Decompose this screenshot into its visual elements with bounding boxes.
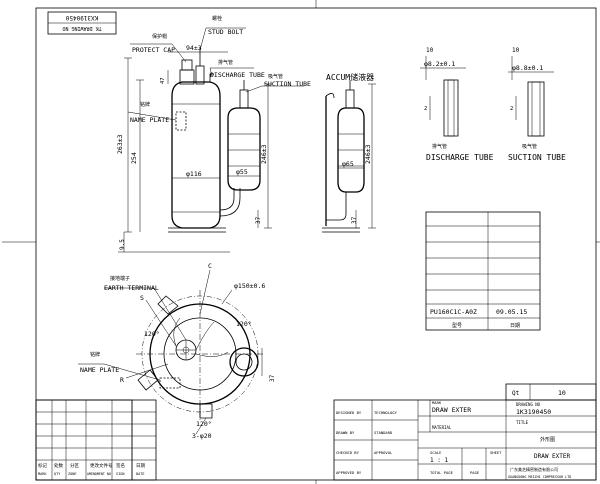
svg-text:2: 2 — [510, 106, 513, 112]
bottom-dia: φ150±0.6 — [234, 282, 265, 290]
accum-title: ACCUM储液器 — [326, 72, 374, 82]
svg-text:TITLE: TITLE — [516, 420, 529, 425]
discharge-tube-label: DISCHARGE TUBE — [210, 71, 265, 79]
svg-text:DATE: DATE — [136, 472, 144, 476]
svg-text:分区: 分区 — [70, 462, 79, 469]
company-en: GUANGDONG MEIZHI COMPRESSOR LTD — [508, 475, 571, 479]
title-en: DRAW EXTER — [534, 453, 571, 460]
svg-text:94±3: 94±3 — [186, 44, 202, 52]
discharge-tube-dim: φ8.2±0.1 — [424, 60, 455, 68]
side-view: ACCUM储液器 φ65 246±3 37 — [322, 72, 376, 233]
svg-text:日期: 日期 — [510, 323, 520, 329]
earth-terminal-label: EARTH TERMINAL — [104, 284, 159, 292]
svg-text:排气管: 排气管 — [432, 143, 447, 150]
svg-text:TOTAL PAGE: TOTAL PAGE — [430, 470, 454, 475]
model-table: PU160C1C-A0Z 09.05.15 型号 日期 — [425, 211, 541, 331]
bottom-view: C 接地端子 EARTH TERMINAL S R φ150±0.6 120° … — [78, 262, 276, 440]
svg-text:STANDARD: STANDARD — [374, 430, 393, 435]
svg-text:2: 2 — [424, 106, 427, 112]
svg-text:246±3: 246±3 — [260, 144, 268, 164]
stud-bolt-label: STUD BOLT — [208, 28, 243, 36]
svg-text:263±3: 263±3 — [116, 134, 124, 154]
svg-text:处数: 处数 — [54, 462, 63, 469]
svg-text:型号: 型号 — [452, 322, 462, 329]
svg-text:37: 37 — [351, 216, 358, 224]
svg-text:QTY: QTY — [54, 472, 61, 476]
tube-details: 10 φ8.2±0.1 2 排气管 DISCHARGE TUBE 10 φ8.8… — [420, 47, 566, 162]
name-plate-label: NAME PLATE — [130, 116, 169, 124]
svg-text:TK DRAWING NO: TK DRAWING NO — [62, 25, 101, 31]
svg-text:φ116: φ116 — [186, 170, 202, 178]
terminal-r: R — [120, 376, 124, 384]
svg-text:APPROVAL: APPROVAL — [374, 450, 393, 455]
svg-text:TECHNOLOGY: TECHNOLOGY — [374, 410, 398, 415]
svg-text:120°: 120° — [144, 330, 160, 338]
svg-text:DRAWN BY: DRAWN BY — [336, 430, 355, 435]
suction-tube-dim: φ8.8±0.1 — [512, 64, 543, 72]
svg-text:吸气管: 吸气管 — [522, 143, 537, 150]
bottom-name-plate-label: NAME PLATE — [80, 366, 119, 374]
front-view: 螺栓 STUD BOLT 保护帽 PROTECT CAP 排气管 DISCHAR… — [116, 15, 311, 253]
svg-text:37: 37 — [255, 216, 262, 224]
svg-text:吸气管: 吸气管 — [268, 73, 283, 80]
svg-text:排气管: 排气管 — [218, 59, 233, 66]
scale-value: 1 : 1 — [430, 457, 448, 464]
suction-tube-title: SUCTION TUBE — [508, 153, 566, 162]
svg-text:MARK: MARK — [432, 400, 442, 405]
draw-exter-mid: DRAW EXTER — [432, 406, 471, 414]
terminal-s: S — [140, 294, 144, 302]
svg-text:日期: 日期 — [136, 463, 145, 469]
svg-text:DESIGNED BY: DESIGNED BY — [336, 410, 362, 415]
svg-text:φ65: φ65 — [342, 160, 354, 168]
svg-text:254: 254 — [130, 152, 138, 164]
svg-text:MARK: MARK — [38, 472, 47, 476]
svg-text:47: 47 — [160, 77, 166, 84]
model-date: 09.05.15 — [496, 308, 527, 316]
svg-text:更改文件号: 更改文件号 — [90, 462, 113, 469]
svg-text:APPROVED BY: APPROVED BY — [336, 470, 362, 475]
svg-text:SHEET: SHEET — [490, 450, 502, 455]
svg-text:37: 37 — [269, 374, 276, 382]
svg-text:AMENDMENT NO: AMENDMENT NO — [87, 472, 111, 476]
svg-text:保护帽: 保护帽 — [152, 33, 167, 40]
svg-text:9.5: 9.5 — [119, 239, 126, 250]
svg-text:SCALE: SCALE — [430, 450, 442, 455]
svg-text:外形图: 外形图 — [540, 436, 555, 443]
svg-text:DRAWING NO: DRAWING NO — [516, 402, 541, 407]
svg-text:签名: 签名 — [116, 462, 125, 469]
svg-text:标记: 标记 — [38, 462, 47, 469]
qty-value: 10 — [558, 389, 566, 397]
svg-text:120°: 120° — [196, 420, 212, 428]
model-number: PU160C1C-A0Z — [430, 308, 477, 316]
svg-text:SIGN: SIGN — [116, 472, 124, 476]
title-block: Qt 10 DESIGNED BY DRAWN BY CHECKED BY AP… — [333, 383, 597, 481]
company-cn: 广东美芝精密制造有限公司 — [510, 466, 558, 472]
top-stamp: KX3190450 TK DRAWING NO — [47, 11, 117, 35]
discharge-tube-title: DISCHARGE TUBE — [426, 153, 494, 162]
svg-text:PAGE: PAGE — [470, 470, 480, 475]
svg-text:ZONE: ZONE — [68, 472, 76, 476]
svg-text:铭牌: 铭牌 — [140, 101, 150, 108]
svg-text:φ55: φ55 — [236, 168, 248, 176]
svg-text:KX3190450: KX3190450 — [65, 14, 98, 21]
mount-holes: 3-φ20 — [192, 432, 212, 440]
terminal-c: C — [208, 262, 212, 270]
protect-cap-label: PROTECT CAP — [132, 46, 175, 54]
svg-text:螺栓: 螺栓 — [212, 15, 222, 22]
svg-text:Qt: Qt — [512, 390, 520, 397]
svg-text:10: 10 — [426, 47, 434, 54]
svg-text:120°: 120° — [236, 320, 252, 328]
svg-text:MATERIAL: MATERIAL — [432, 425, 452, 430]
svg-text:10: 10 — [512, 47, 520, 54]
revision-table: 标记 处数 分区 更改文件号 签名 日期 MARK QTY ZONE AMEND… — [35, 399, 157, 481]
svg-text:CHECKED BY: CHECKED BY — [336, 450, 360, 455]
drawing-number: 1K3190450 — [516, 408, 551, 416]
svg-text:接地端子: 接地端子 — [110, 275, 130, 282]
svg-text:铭牌: 铭牌 — [90, 351, 100, 358]
svg-text:246±3: 246±3 — [364, 144, 372, 164]
suction-tube-label: SUCTION TUBE — [264, 80, 311, 88]
